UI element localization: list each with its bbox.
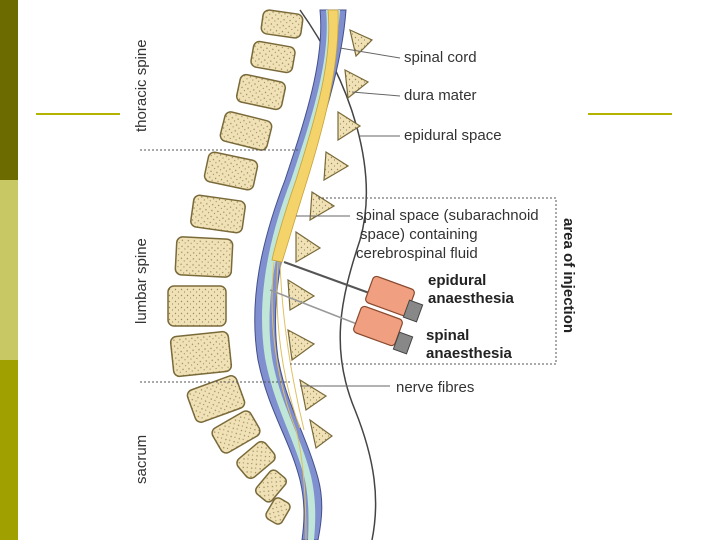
vertebra: [169, 330, 233, 378]
vertebra: [254, 469, 288, 503]
vertebra: [203, 151, 259, 191]
vertebra: [167, 285, 227, 327]
sidebar-segment-top: [0, 0, 18, 180]
label-spinal-1: spinal: [426, 327, 469, 344]
vertebra: [211, 410, 261, 454]
spinous-processes: [287, 28, 374, 450]
spinal-cord: [271, 9, 339, 263]
spinal-needle: [269, 289, 363, 327]
sidebar-segment-middle: [0, 180, 18, 360]
nerve-fibre-lines: [271, 261, 307, 540]
label-epidural-2: anaesthesia: [428, 290, 515, 307]
label-spinal-cord: spinal cord: [404, 49, 477, 66]
label-spinal-space-2: space) containing: [360, 226, 478, 243]
vertebra: [190, 194, 246, 234]
spinal-syringe: [353, 305, 414, 355]
label-dura-mater: dura mater: [404, 87, 477, 104]
vertebra: [219, 111, 273, 151]
vertebral-bodies: [167, 9, 304, 525]
rule-right: [588, 113, 672, 115]
skin-outline: [299, 9, 377, 540]
label-area-of-injection: area of injection: [560, 218, 577, 333]
label-sacrum: sacrum: [133, 435, 150, 484]
sidebar-segment-bottom: [0, 360, 18, 540]
vertebra: [235, 73, 287, 111]
slide-sidebar: [0, 0, 18, 540]
label-lumbar-spine: lumbar spine: [133, 238, 150, 324]
vertebra: [236, 440, 276, 480]
label-spinal-2: anaesthesia: [426, 345, 513, 362]
subarachnoid-space: [262, 10, 340, 540]
label-epidural-space: epidural space: [404, 127, 502, 144]
label-spinal-space-1: spinal space (subarachnoid: [356, 207, 539, 224]
vertebra: [186, 375, 246, 423]
vertebra: [265, 497, 291, 525]
injection-area-box: [290, 197, 557, 365]
label-spinal-space-3: cerebrospinal fluid: [356, 245, 478, 262]
rule-left: [36, 113, 120, 115]
epidural-syringe: [365, 275, 424, 323]
label-epidural-1: epidural: [428, 272, 486, 289]
leader-lines: [296, 47, 401, 387]
vertebra: [260, 9, 304, 39]
label-nerve-fibres: nerve fibres: [396, 379, 474, 396]
label-thoracic-spine: thoracic spine: [133, 39, 150, 132]
vertebra: [250, 40, 296, 74]
vertebra: [174, 236, 234, 278]
epidural-needle: [283, 261, 373, 295]
